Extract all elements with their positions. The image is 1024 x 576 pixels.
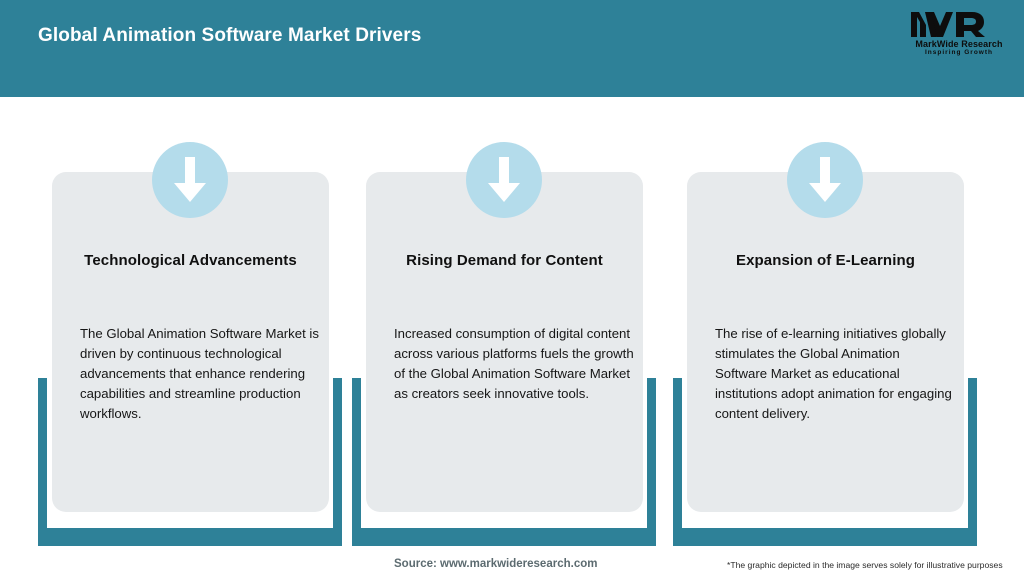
driver-card-3: Expansion of E-Learning The rise of e-le… [667,142,983,546]
down-arrow-icon [787,142,863,218]
bracket-right-bar [647,378,656,546]
driver-card-2: Rising Demand for Content Increased cons… [346,142,662,546]
bracket-right-bar [968,378,977,546]
down-arrow-icon [466,142,542,218]
markwide-research-logo: MarkWide Research Inspiring Growth [908,8,1010,64]
disclaimer-label: *The graphic depicted in the image serve… [727,560,1003,570]
bracket-bottom-bar [38,528,342,546]
card-title: Technological Advancements [84,252,297,269]
card-title: Rising Demand for Content [406,252,603,269]
logo-tagline: Inspiring Growth [925,49,993,56]
card-body-text: The rise of e-learning initiatives globa… [715,326,952,421]
card-panel: Rising Demand for Content Increased cons… [366,172,643,512]
bracket-left-bar [352,378,361,546]
card-title: Expansion of E-Learning [736,252,915,269]
bracket-bottom-bar [352,528,656,546]
page-title: Global Animation Software Market Drivers [38,25,422,46]
card-bracket-frame [38,378,342,546]
bracket-bottom-bar [673,528,977,546]
card-bracket-frame [352,378,656,546]
card-panel: Expansion of E-Learning The rise of e-le… [687,172,964,512]
down-arrow-icon [152,142,228,218]
card-body-text: The Global Animation Software Market is … [80,326,319,421]
header-bar: Global Animation Software Market Drivers… [0,0,1024,97]
mwr-monogram-icon [908,8,1010,40]
bracket-right-bar [333,378,342,546]
logo-company-name: MarkWide Research [915,39,1003,49]
source-label: Source: www.markwideresearch.com [394,558,598,570]
bracket-left-bar [38,378,47,546]
bracket-left-bar [673,378,682,546]
card-body-text: Increased consumption of digital content… [394,326,634,401]
driver-card-1: Technological Advancements The Global An… [32,142,348,546]
card-panel: Technological Advancements The Global An… [52,172,329,512]
card-bracket-frame [673,378,977,546]
